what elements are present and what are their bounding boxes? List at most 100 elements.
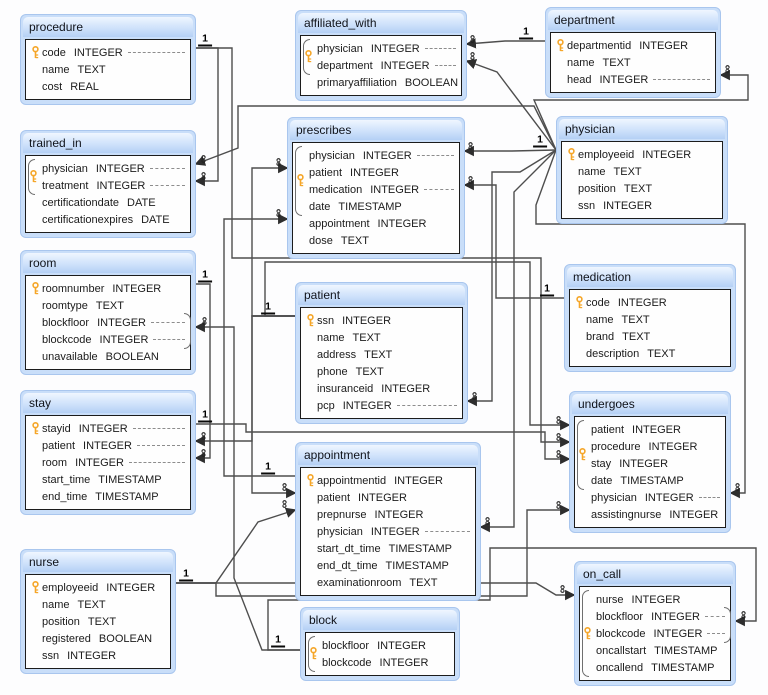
field-name: physician <box>309 149 355 162</box>
relationship-room-stay[interactable] <box>194 283 211 464</box>
field-type: TEXT <box>87 615 117 628</box>
field-type: INTEGER <box>632 423 681 436</box>
table-appointment-title[interactable]: appointment <box>298 445 478 465</box>
field-type: INTEGER <box>603 199 653 212</box>
relationship-nurse-appointment[interactable] <box>176 507 297 584</box>
field-type: INTEGER <box>99 333 149 346</box>
table-undergoes-title[interactable]: undergoes <box>572 394 728 414</box>
relationship-patient-undergoes[interactable] <box>264 261 571 431</box>
relationship-physician-affiliated_with[interactable] <box>465 59 557 151</box>
fk-dash-stub <box>424 531 470 532</box>
field-name: blockfloor <box>322 639 370 652</box>
field-type: TIMESTAMP <box>338 200 402 213</box>
field-row-physician-name: name TEXT <box>565 163 717 180</box>
relationship-medication-prescribes[interactable] <box>463 179 564 299</box>
field-name: name <box>567 56 595 69</box>
field-name: appointmentid <box>317 474 387 487</box>
table-physician-title[interactable]: physician <box>559 119 725 139</box>
table-block-title[interactable]: block <box>303 610 457 630</box>
table-patient-title[interactable]: patient <box>298 285 465 305</box>
field-name: assistingnurse <box>591 508 662 521</box>
key-icon <box>307 314 314 327</box>
field-type: INTEGER <box>653 627 703 640</box>
field-name: certificationexpires <box>42 213 134 226</box>
table-affiliated_with-title[interactable]: affiliated_with <box>298 13 464 33</box>
table-trained_in-title[interactable]: trained_in <box>23 133 193 153</box>
key-icon <box>32 46 39 59</box>
fk-dash-stub <box>149 168 185 169</box>
field-name: physician <box>317 525 363 538</box>
field-type: DATE <box>127 196 156 209</box>
relationship-physician-patient[interactable] <box>466 149 557 407</box>
field-type: TEXT <box>613 165 642 178</box>
field-name: physician <box>42 162 88 175</box>
table-room-title[interactable]: room <box>23 253 193 273</box>
relationship-physician-prescribes[interactable] <box>463 145 557 157</box>
table-prescribes-title[interactable]: prescribes <box>290 120 462 140</box>
field-row-appointment-physician: physician INTEGER <box>304 523 470 540</box>
relationship-physician-undergoes[interactable] <box>535 149 746 499</box>
relationship-block-on_call[interactable] <box>267 547 757 651</box>
table-procedure-title[interactable]: procedure <box>23 17 193 37</box>
table-department-title[interactable]: department <box>548 10 718 30</box>
relationship-physician-appointment[interactable] <box>479 149 557 533</box>
relationship-appointment-prescribes[interactable] <box>223 213 295 477</box>
field-name: start_dt_time <box>317 542 381 555</box>
relationship-physician-department[interactable] <box>532 69 749 151</box>
relationship-physician-trained_in[interactable] <box>194 105 557 166</box>
field-name: ssn <box>42 649 60 662</box>
field-type: INTEGER <box>96 179 146 192</box>
fk-dash-stub <box>698 497 720 498</box>
field-name: head <box>567 73 592 86</box>
field-name: examinationroom <box>317 576 402 589</box>
field-type: TEXT <box>647 347 676 360</box>
table-on_call-title[interactable]: on_call <box>577 564 733 584</box>
field-type: REAL <box>70 80 99 93</box>
field-name: start_time <box>42 473 91 486</box>
field-name: certificationdate <box>42 196 120 209</box>
relationship-department-affiliated_with[interactable] <box>465 38 545 49</box>
field-type: TEXT <box>352 331 381 344</box>
table-stay-title[interactable]: stay <box>23 393 193 413</box>
composite-key-brace <box>577 420 584 490</box>
field-name: nurse <box>596 593 624 606</box>
fk-dash-stub <box>434 65 456 66</box>
field-name: oncallstart <box>596 644 647 657</box>
field-type: INTEGER <box>617 296 667 309</box>
table-nurse-title[interactable]: nurse <box>23 552 173 572</box>
field-type: INTEGER <box>83 439 132 452</box>
field-name: position <box>42 615 80 628</box>
fk-dash-stub <box>653 79 710 80</box>
table-medication-title[interactable]: medication <box>567 267 733 287</box>
relationship-stay-undergoes[interactable] <box>196 423 571 465</box>
field-name: name <box>578 165 606 178</box>
field-type: BOOLEAN <box>404 76 459 89</box>
field-type: TEXT <box>77 63 106 76</box>
field-type: INTEGER <box>370 525 420 538</box>
field-type: INTEGER <box>362 149 412 162</box>
field-type: INTEGER <box>97 316 146 329</box>
